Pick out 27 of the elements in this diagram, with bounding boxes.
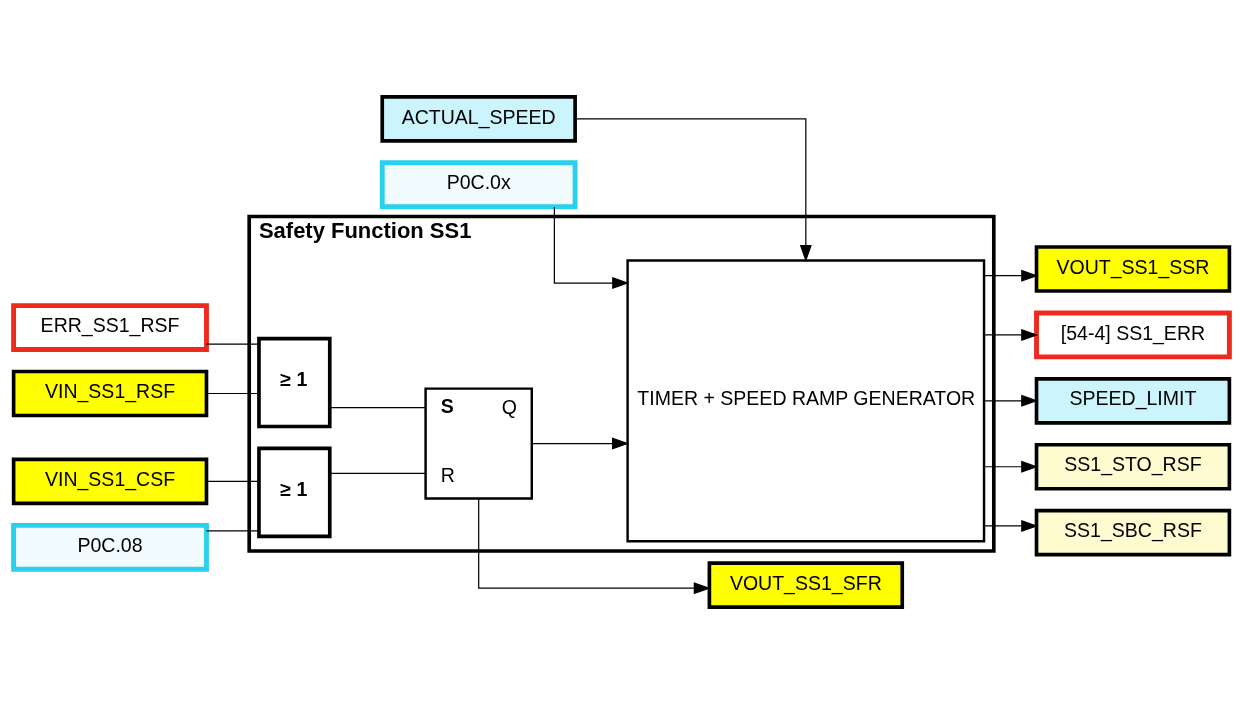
node-box: P0C.08 [11,522,209,572]
node-box: ERR_SS1_RSF [11,303,209,352]
connector [329,406,427,409]
node-box: VOUT_SS1_SFR [707,561,905,609]
node-box: P0C.0x [379,160,578,210]
connector [205,480,260,482]
connector [329,472,427,475]
arrow [478,498,711,595]
node-box: [54-4] SS1_ERR [1034,310,1232,360]
node-box: ACTUAL_SPEED [380,95,577,143]
node-box: TIMER + SPEED RAMP GENERATOR [626,259,986,543]
node-box: ≥ 1 [257,336,332,429]
node-box: SS1_SBC_RSF [1034,508,1232,557]
node-box: VOUT_SS1_SSR [1034,245,1232,293]
arrow [531,437,630,450]
node-box: ≥ 1 [257,446,332,539]
connector [205,530,260,532]
node-box: SS1_STO_RSF [1034,442,1232,491]
arrow [574,118,812,263]
arrow [983,328,1039,341]
connector [205,343,260,345]
connector [205,392,260,395]
node-box: S Q R [424,387,533,500]
node-box: VIN_SS1_CSF [11,457,209,506]
node-box: VIN_SS1_RSF [11,369,209,418]
arrow [553,206,630,289]
node-box: SPEED_LIMIT [1034,377,1232,425]
